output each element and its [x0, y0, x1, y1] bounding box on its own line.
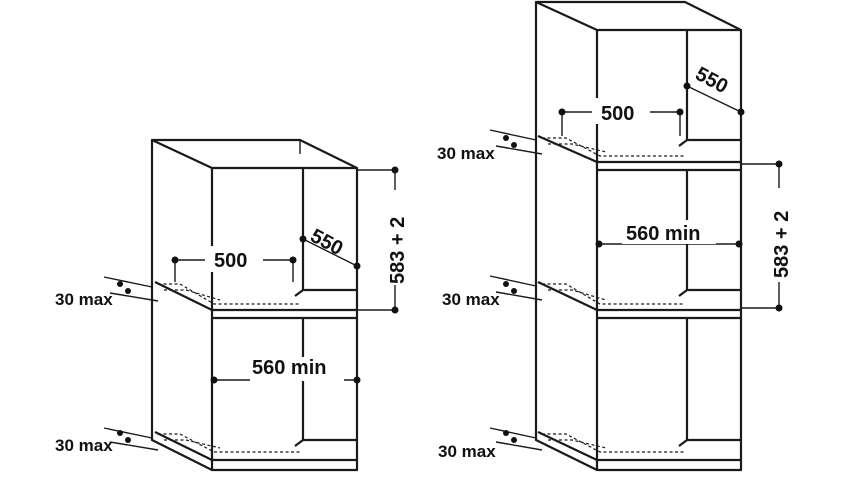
- right-cabinet-shelf-middle: [537, 281, 741, 320]
- right-depth-dot-b: [737, 108, 745, 116]
- right-vent-gap-middle: [542, 283, 684, 305]
- right-gap-dot-middle-a: [503, 281, 509, 287]
- left-gap-dot-lower-a: [117, 430, 123, 436]
- right-gap-middle-label: 30 max: [442, 290, 500, 309]
- right-gap-dot-middle-b: [511, 288, 517, 294]
- left-vent-gap-upper: [158, 283, 300, 305]
- right-width-dot-a: [558, 108, 566, 116]
- right-min-width-dot-b: [735, 240, 743, 248]
- right-gap-dot-top-b: [511, 142, 517, 148]
- right-cabinet: 500 560 min 550 583 + 2 30 max 30 max 30…: [437, 0, 793, 472]
- left-depth-dot-b: [353, 262, 361, 270]
- right-width-dimension: [561, 111, 681, 136]
- left-min-width-dot-a: [210, 376, 218, 384]
- right-height-dimension: [741, 163, 780, 309]
- left-width-dot-a: [171, 256, 179, 264]
- left-height-dot-top: [391, 166, 399, 174]
- right-height-label: 583 + 2: [771, 211, 793, 278]
- left-gap-dot-upper-b: [125, 288, 131, 294]
- right-vent-gap-top: [542, 137, 684, 157]
- right-gap-leader-bottom: [489, 427, 543, 451]
- right-width-label: 500: [601, 103, 634, 125]
- left-cabinet-front-edges: [151, 139, 357, 470]
- left-vent-gap-lower: [158, 433, 300, 453]
- left-gap-upper-label: 30 max: [55, 290, 113, 309]
- left-gap-leader-upper: [103, 276, 159, 302]
- left-height-dot-bottom: [391, 306, 399, 314]
- left-min-width-dot-b: [353, 376, 361, 384]
- right-cabinet-bottom: [537, 431, 741, 462]
- left-depth-dot-a: [299, 235, 307, 243]
- left-gap-dot-lower-b: [125, 437, 131, 443]
- right-width-dot-b: [676, 108, 684, 116]
- left-cabinet: 500 560 min 550 583 + 2 30 max 30 max: [55, 138, 409, 472]
- right-gap-bottom-label: 30 max: [438, 442, 496, 461]
- left-depth-label: 550: [307, 225, 347, 260]
- right-depth-dot-a: [683, 82, 691, 90]
- right-cabinet-shelf-upper: [537, 134, 741, 172]
- left-gap-lower-label: 30 max: [55, 436, 113, 455]
- right-min-width-label: 560 min: [626, 223, 700, 245]
- left-gap-leader-lower: [103, 427, 159, 451]
- left-width-label: 500: [214, 250, 247, 272]
- right-gap-top-label: 30 max: [437, 144, 495, 163]
- right-height-dot-bottom: [775, 304, 783, 312]
- left-min-width-label: 560 min: [252, 357, 326, 379]
- left-cabinet-outline: [150, 138, 359, 472]
- left-cabinet-shelf: [154, 281, 357, 320]
- left-height-label: 583 + 2: [387, 217, 409, 284]
- right-gap-dot-bottom-b: [511, 437, 517, 443]
- right-depth-label: 550: [692, 63, 732, 98]
- left-height-dimension: [357, 169, 396, 311]
- right-min-width-dot-a: [595, 240, 603, 248]
- right-cabinet-outline: [534, 0, 743, 472]
- right-gap-leader-middle: [489, 275, 543, 301]
- left-cabinet-plinth: [211, 460, 358, 470]
- left-width-dot-b: [289, 256, 297, 264]
- right-gap-dot-bottom-a: [503, 430, 509, 436]
- right-depth-dimension: [686, 85, 742, 113]
- left-depth-dimension: [302, 238, 358, 267]
- right-vent-gap-bottom: [542, 433, 684, 453]
- left-gap-dot-upper-a: [117, 281, 123, 287]
- right-gap-dot-top-a: [503, 135, 509, 141]
- right-height-dot-top: [775, 160, 783, 168]
- left-width-dimension: [174, 259, 294, 282]
- right-gap-leader-top: [489, 129, 543, 155]
